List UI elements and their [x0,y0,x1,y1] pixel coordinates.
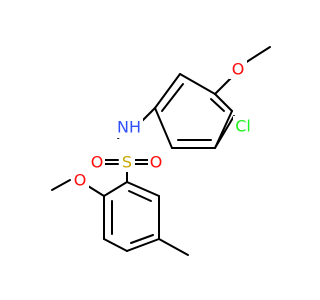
atom-o-methoxy-top: O [229,59,247,79]
atom-label-o-sulfonyl-left: O [91,153,104,172]
atom-cl: Cl [233,116,253,136]
bond-ring1-a [179,73,216,95]
atom-labels: O Cl NH S O O O [71,59,253,190]
bond-ring1-f2 [210,98,225,112]
bond-ring2-a [103,181,128,197]
bond-ring2-f [126,181,160,197]
bond-ring-cl [214,115,235,149]
atom-label-o-sulfonyl-right: O [150,153,163,172]
atom-label-s: S [122,153,132,172]
bond-ring1-b2 [161,83,184,112]
bond-ring-o-bottom [87,185,105,197]
bond-ring2-d [126,238,160,252]
bond-o-top-ring [214,77,232,95]
atom-nh: NH [115,118,143,138]
atom-label-nh: NH [117,118,141,137]
bond-ring1-f [214,93,233,112]
atom-o-sulfonyl-left: O [89,152,105,172]
atom-label-o-methoxy-top: O [232,60,245,79]
atom-s: S [119,152,135,172]
bond-ring1-b [154,73,181,109]
bond-ring2-c [103,238,128,252]
molecule-structure: O Cl NH S O O O [51,46,271,256]
bond-ring-methyl [158,238,189,256]
bond-ring2-d2 [130,234,154,244]
bond-ring2-f2 [128,190,152,202]
bond-methyl-o-top [244,46,271,64]
atom-label-o-methoxy-bottom: O [74,171,87,190]
bond-o-bottom-methyl [51,179,71,191]
atom-o-methoxy-bottom: O [71,170,89,190]
bond-ring1-c [154,107,173,149]
atom-o-sulfonyl-right: O [148,152,164,172]
atom-label-cl: Cl [235,117,251,136]
